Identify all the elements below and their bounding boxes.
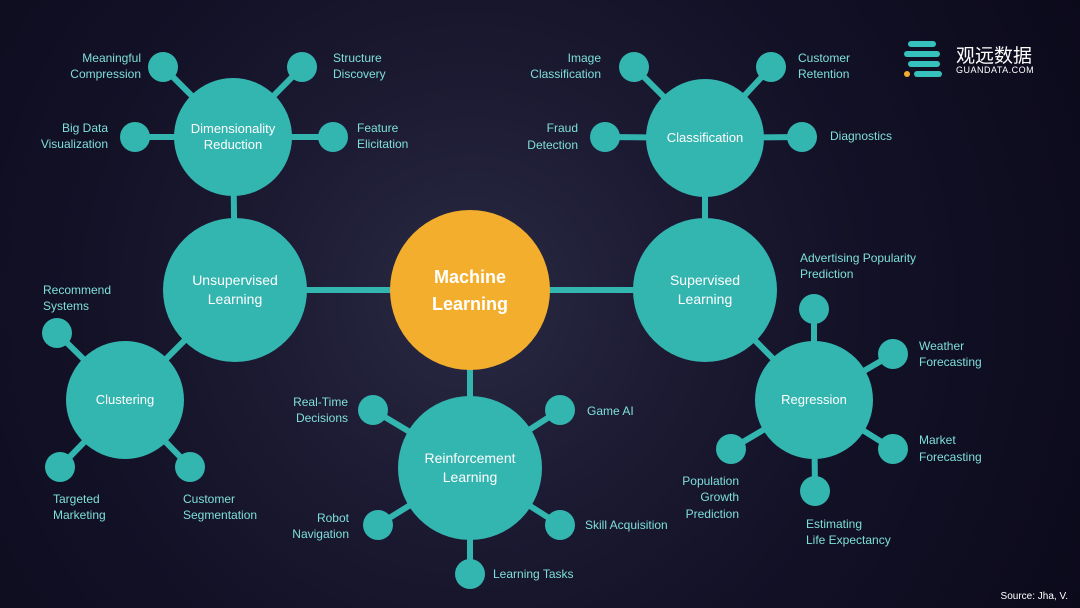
node-supervised-learning xyxy=(633,218,777,362)
source-citation: Source: Jha, V. xyxy=(1000,591,1068,602)
life-expectancy-label-2: Life Expectancy xyxy=(806,533,891,547)
leaf-node-targeted-marketing xyxy=(45,452,75,482)
logo-dot xyxy=(904,71,910,77)
fraud-detection-label-2: Detection xyxy=(527,138,578,152)
leaf-node-fraud-detection xyxy=(590,122,620,152)
weather-forecasting-label-2: Forecasting xyxy=(919,355,982,369)
leaf-node-customer-segmentation xyxy=(175,452,205,482)
robot-navigation-label-2: Navigation xyxy=(292,527,349,541)
node-reinforcement-learning xyxy=(398,396,542,540)
customer-segmentation-label-1: Customer xyxy=(183,492,235,506)
dimensionality-label-line2: Reduction xyxy=(204,137,263,152)
logo-bar xyxy=(904,51,940,57)
center-label-line1: Machine xyxy=(434,267,506,287)
life-expectancy-label-1: Estimating xyxy=(806,517,862,531)
guandata-logo: 观远数据 GUANDATA.COM xyxy=(904,41,1044,81)
image-classification-label-2: Classification xyxy=(530,67,601,81)
leaf-node-feature-elicitation xyxy=(318,122,348,152)
weather-forecasting-label-1: Weather xyxy=(919,339,964,353)
leaf-node-structure-discovery xyxy=(287,52,317,82)
population-growth-label-2: Growth xyxy=(700,490,739,504)
population-growth-label-1: Population xyxy=(682,474,739,488)
leaf-node-diagnostics xyxy=(787,122,817,152)
leaf-node-life-expectancy xyxy=(800,476,830,506)
recommend-systems-label-1: Recommend xyxy=(43,283,111,297)
customer-retention-label-2: Retention xyxy=(798,67,849,81)
node-regression xyxy=(755,341,873,459)
leaf-node-game-ai xyxy=(545,395,575,425)
advertising-popularity-label-2: Prediction xyxy=(800,267,853,281)
feature-elicitation-label-1: Feature xyxy=(357,121,399,135)
node-dimensionality-reduction xyxy=(174,78,292,196)
reinforcement-label-line2: Learning xyxy=(443,469,498,485)
leaf-node-market-forecasting xyxy=(878,434,908,464)
learning-tasks-label: Learning Tasks xyxy=(493,567,574,581)
logo-bar xyxy=(908,41,936,47)
structure-discovery-label-1: Structure xyxy=(333,51,382,65)
diagnostics-label: Diagnostics xyxy=(830,129,892,143)
logo-bar xyxy=(908,61,940,67)
leaf-node-population-growth xyxy=(716,434,746,464)
meaningful-compression-label-1: Meaningful xyxy=(82,51,141,65)
node-classification xyxy=(646,79,764,197)
leaf-node-customer-retention xyxy=(756,52,786,82)
leaf-node-robot-navigation xyxy=(363,510,393,540)
clustering-label: Clustering xyxy=(96,392,155,407)
image-classification-label-1: Image xyxy=(568,51,602,65)
robot-navigation-label-1: Robot xyxy=(317,511,350,525)
leaf-node-advertising-popularity xyxy=(799,294,829,324)
targeted-marketing-label-1: Targeted xyxy=(53,492,100,506)
structure-discovery-label-2: Discovery xyxy=(333,67,386,81)
leaf-node-learning-tasks xyxy=(455,559,485,589)
skill-acquisition-label: Skill Acquisition xyxy=(585,518,668,532)
node-labels: Machine Learning Unsupervised Learning S… xyxy=(96,121,847,485)
node-clustering xyxy=(66,341,184,459)
meaningful-compression-label-2: Compression xyxy=(70,67,141,81)
logo-name-zh: 观远数据 xyxy=(956,45,1033,67)
fraud-detection-label-1: Fraud xyxy=(547,121,578,135)
big-data-visualization-label-2: Visualization xyxy=(41,137,108,151)
targeted-marketing-label-2: Marketing xyxy=(53,508,106,522)
dimensionality-label-line1: Dimensionality xyxy=(191,121,276,136)
customer-segmentation-label-2: Segmentation xyxy=(183,508,257,522)
leaf-node-image-classification xyxy=(619,52,649,82)
big-data-visualization-label-1: Big Data xyxy=(62,121,108,135)
feature-elicitation-label-2: Elicitation xyxy=(357,137,408,151)
logo-name-en: GUANDATA.COM xyxy=(956,65,1035,75)
population-growth-label-3: Prediction xyxy=(686,507,739,521)
game-ai-label: Game AI xyxy=(587,404,634,418)
market-forecasting-label-1: Market xyxy=(919,433,956,447)
advertising-popularity-label-1: Advertising Popularity xyxy=(800,251,916,265)
center-label-line2: Learning xyxy=(432,294,508,314)
leaf-node-meaningful-compression xyxy=(148,52,178,82)
recommend-systems-label-2: Systems xyxy=(43,299,89,313)
regression-label: Regression xyxy=(781,392,847,407)
supervised-label-line1: Supervised xyxy=(670,272,740,288)
leaf-node-real-time-decisions xyxy=(358,395,388,425)
real-time-decisions-label-2: Decisions xyxy=(296,411,348,425)
unsupervised-label-line1: Unsupervised xyxy=(192,272,278,288)
leaf-node-weather-forecasting xyxy=(878,339,908,369)
leaf-node-recommend-systems xyxy=(42,318,72,348)
reinforcement-label-line1: Reinforcement xyxy=(424,450,515,466)
unsupervised-label-line2: Learning xyxy=(208,291,263,307)
node-machine-learning xyxy=(390,210,550,370)
leaf-nodes xyxy=(42,52,908,589)
customer-retention-label-1: Customer xyxy=(798,51,850,65)
supervised-label-line2: Learning xyxy=(678,291,733,307)
leaf-node-skill-acquisition xyxy=(545,510,575,540)
leaf-labels: Meaningful Compression Structure Discove… xyxy=(41,51,982,581)
leaf-node-big-data-visualization xyxy=(120,122,150,152)
classification-label: Classification xyxy=(667,130,744,145)
market-forecasting-label-2: Forecasting xyxy=(919,450,982,464)
node-unsupervised-learning xyxy=(163,218,307,362)
logo-bar xyxy=(914,71,942,77)
real-time-decisions-label-1: Real-Time xyxy=(293,395,348,409)
